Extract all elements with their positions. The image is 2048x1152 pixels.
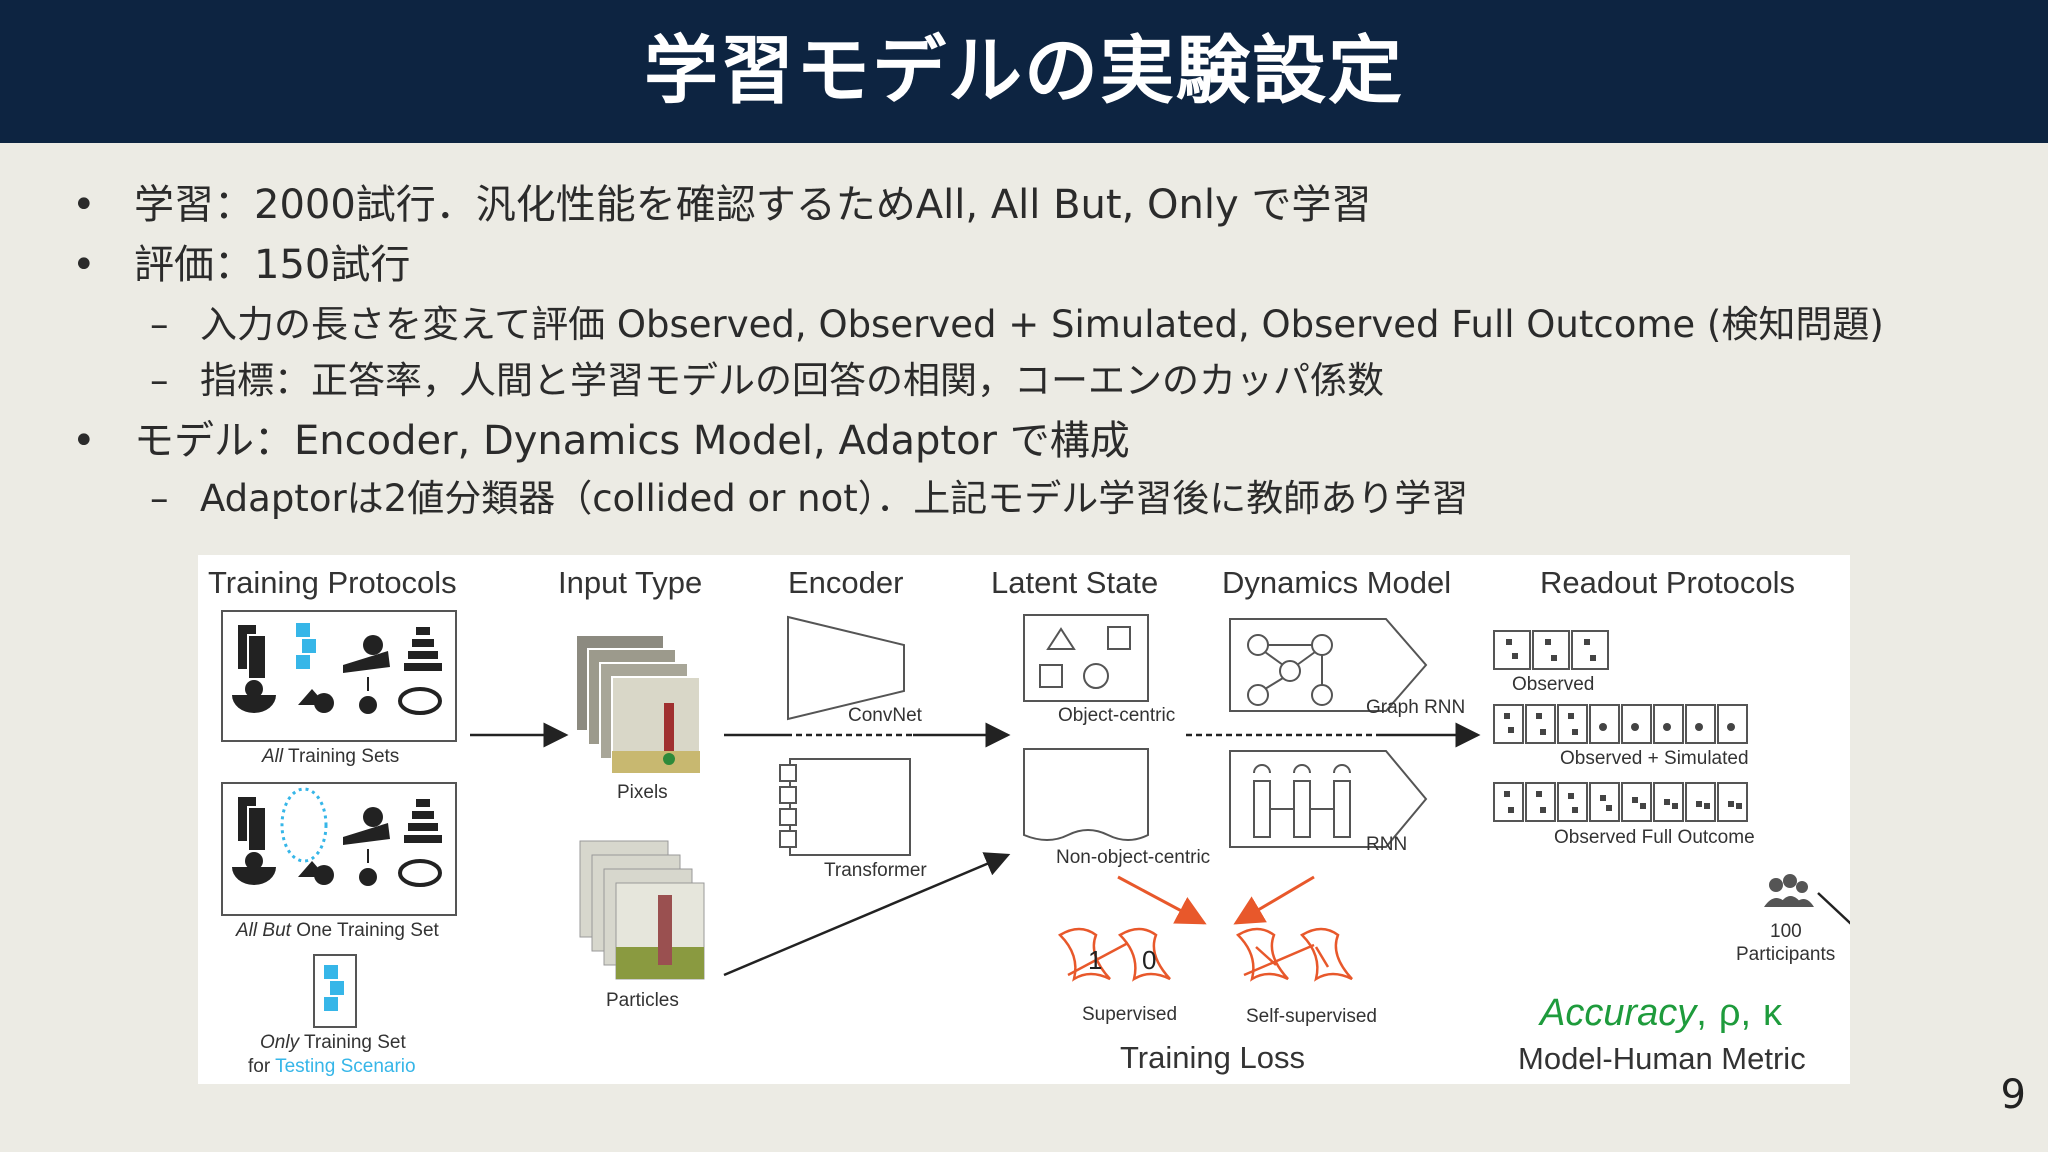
- title-bar: [0, 0, 2048, 143]
- rnn-label: RNN: [1366, 834, 1407, 855]
- flag-zero-label: 0: [1142, 945, 1156, 975]
- observed-simulated-label: Observed + Simulated: [1560, 748, 1749, 769]
- heading-readout-protocols: Readout Protocols: [1540, 565, 1795, 600]
- observed-label: Observed: [1512, 674, 1594, 695]
- slide-title: 学習モデルの実験設定: [644, 28, 1404, 114]
- bullet-item: • モデル：Encoder, Dynamics Model, Adaptor で構…: [72, 408, 1130, 466]
- transformer-icon: [779, 758, 911, 856]
- observed-full-frames: [1493, 782, 1748, 822]
- heading-encoder: Encoder: [788, 565, 903, 600]
- observed-simulated-frames: [1493, 704, 1748, 744]
- page-number: 9: [2000, 1072, 2026, 1118]
- supervised-loss-arrow: [1117, 875, 1207, 925]
- observed-frame-marks: [1506, 639, 1596, 661]
- observed-full-marks: [1504, 791, 1742, 813]
- object-centric-icon: [1023, 614, 1149, 702]
- participants-label: Participants: [1736, 944, 1835, 965]
- non-object-centric-label: Non-object-centric: [1056, 847, 1210, 868]
- allbut-training-box: [221, 782, 457, 916]
- supervised-label: Supervised: [1082, 1004, 1177, 1025]
- model-diagram: Training Protocols Input Type Encoder La…: [198, 555, 1899, 1084]
- diagram-svg: Training Protocols Input Type Encoder La…: [208, 565, 1899, 1077]
- dash-icon: –: [150, 477, 169, 520]
- metric-symbols: Accuracy,ρ,κ: [1538, 992, 1783, 1034]
- bullet-item: • 評価：150試行: [72, 232, 410, 290]
- observed-frames: [1493, 630, 1609, 670]
- rnn-icon: [1229, 750, 1428, 848]
- bullet-text: 指標：正答率，人間と学習モデルの回答の相関，コーエンのカッパ係数: [200, 359, 1384, 402]
- supervised-flags-icon: [1057, 927, 1171, 982]
- graph-rnn-icon: [1229, 618, 1428, 712]
- sub-bullet-item: –Adaptorは2値分類器（collided or not）．上記モデル学習後…: [150, 468, 1468, 522]
- bullet-dot-icon: •: [72, 182, 96, 228]
- participants-line: [1817, 892, 1881, 952]
- dash-icon: –: [150, 359, 169, 402]
- self-supervised-loss-arrow: [1233, 875, 1315, 925]
- bullet-text: モデル：Encoder, Dynamics Model, Adaptor で構成: [134, 418, 1130, 464]
- self-supervised-flags-icon: [1235, 927, 1353, 982]
- flag-one-label: 1: [1088, 945, 1102, 975]
- allbut-training-caption: All But One Training Set: [235, 920, 440, 941]
- convnet-icon: [787, 615, 905, 721]
- training-loss-title: Training Loss: [1120, 1040, 1305, 1075]
- self-supervised-label: Self-supervised: [1246, 1006, 1377, 1027]
- observed-simulated-marks: [1504, 713, 1735, 735]
- bullet-item: • 学習：2000試行．汎化性能を確認するためAll, All But, Only…: [72, 172, 1371, 230]
- transformer-label: Transformer: [824, 860, 927, 881]
- scenario-icons-all: [232, 623, 442, 715]
- all-training-caption: All Training Sets: [261, 746, 399, 767]
- heading-input-type: Input Type: [558, 565, 702, 600]
- object-centric-label: Object-centric: [1058, 705, 1175, 726]
- convnet-label: ConvNet: [848, 705, 923, 726]
- participants-count: 100: [1770, 921, 1802, 942]
- bullet-text: Adaptorは2値分類器（collided or not）．上記モデル学習後に…: [200, 477, 1469, 520]
- particles-label: Particles: [606, 990, 679, 1011]
- heading-training-protocols: Training Protocols: [208, 565, 457, 600]
- heading-dynamics-model: Dynamics Model: [1222, 565, 1451, 600]
- observed-full-label: Observed Full Outcome: [1554, 827, 1755, 848]
- only-scenario-icon: [324, 965, 344, 1011]
- model-human-metric-label: Model-Human Metric: [1518, 1041, 1806, 1076]
- graph-rnn-label: Graph RNN: [1366, 697, 1465, 718]
- heading-latent-state: Latent State: [991, 565, 1158, 600]
- only-training-caption: Only Training Set: [260, 1032, 406, 1053]
- particles-arrow: [723, 852, 1011, 977]
- pixels-stack-icon: [575, 634, 701, 774]
- particles-stack-icon: [579, 840, 705, 980]
- sub-bullet-item: –入力の長さを変えて評価 Observed, Observed + Simula…: [150, 294, 1884, 348]
- pixels-label: Pixels: [617, 782, 668, 803]
- people-group-icon: [1764, 874, 1814, 907]
- scenario-icons-allbut: [232, 787, 442, 887]
- bullet-dot-icon: •: [72, 418, 96, 464]
- dash-icon: –: [150, 303, 169, 346]
- all-training-box: [221, 610, 457, 742]
- sub-bullet-item: –指標：正答率，人間と学習モデルの回答の相関，コーエンのカッパ係数: [150, 350, 1384, 404]
- bullet-text: 学習：2000試行．汎化性能を確認するためAll, All But, Only …: [134, 182, 1372, 228]
- bullet-dot-icon: •: [72, 242, 96, 288]
- bullet-text: 入力の長さを変えて評価 Observed, Observed + Simulat…: [200, 303, 1884, 346]
- testing-scenario-caption: for Testing Scenario: [248, 1056, 416, 1077]
- bullet-text: 評価：150試行: [134, 242, 411, 288]
- non-object-centric-icon: [1023, 748, 1149, 841]
- only-training-box: [313, 954, 357, 1028]
